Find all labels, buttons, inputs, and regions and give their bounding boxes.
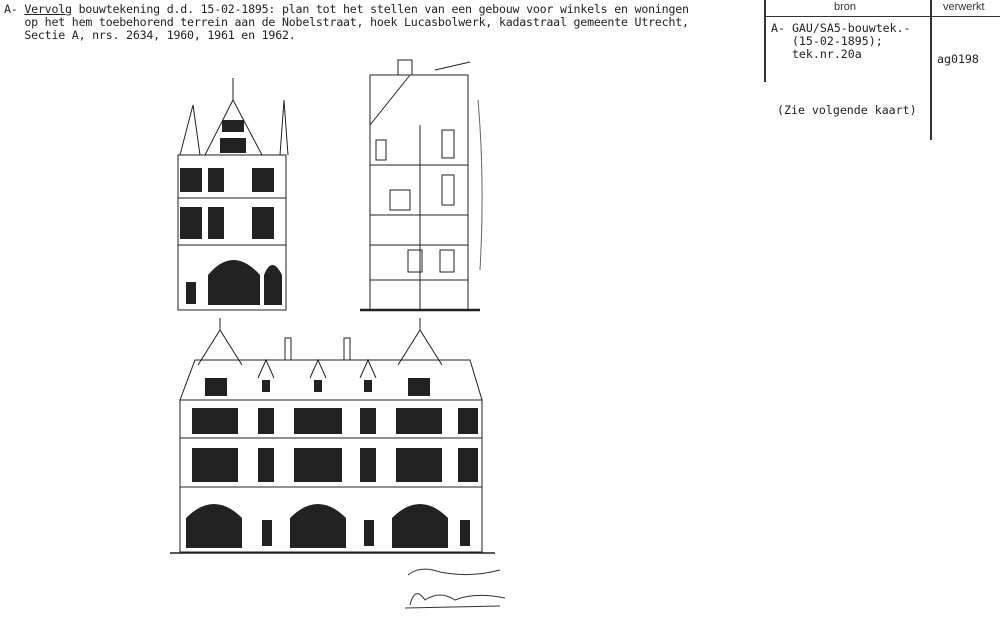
table-header-rule — [764, 16, 1000, 18]
header-bron: bron — [834, 1, 857, 13]
table-divider-middle — [930, 0, 932, 140]
record-prefix: A- — [4, 2, 25, 16]
side-facade-drawing — [177, 78, 289, 311]
front-elevation-drawing — [170, 318, 495, 554]
header-verwerkt: verwerkt — [943, 1, 985, 13]
verwerkt-entry: ag0198 — [937, 52, 979, 66]
record-description: A- Vervolg bouwtekening d.d. 15-02-1895:… — [4, 3, 689, 42]
continuation-note: (Zie volgende kaart) — [777, 103, 917, 117]
cross-section-drawing — [360, 59, 483, 312]
signature-mark — [404, 568, 506, 609]
description-line-1: bouwtekening d.d. 15-02-1895: plan tot h… — [71, 2, 689, 16]
bron-entry: A- GAU/SA5-bouwtek.- (15-02-1895); tek.n… — [771, 21, 911, 61]
record-keyword: Vervolg — [24, 2, 72, 16]
description-line-2: op het hem toebehorend terrein aan de No… — [4, 15, 689, 29]
table-divider-left — [764, 0, 766, 82]
description-line-3: Sectie A, nrs. 2634, 1960, 1961 en 1962. — [4, 28, 296, 42]
